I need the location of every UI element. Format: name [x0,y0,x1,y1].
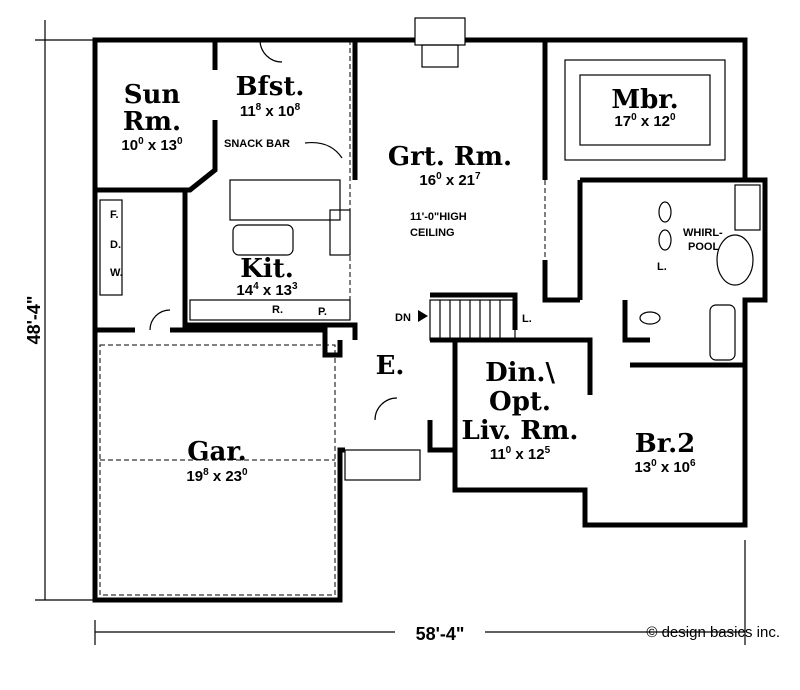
whirlpool-label-2: POOL [688,241,719,253]
room-labels: Sun Rm. 100 x 130 Bfst. 118 x 108 SNACK … [110,72,723,485]
snack-bar-counter [229,179,341,221]
room-dim-kit: 144 x 133 [236,281,298,299]
room-name-sun: Sun [124,80,181,110]
washer-label: W. [110,267,123,279]
kitchen-island [232,224,294,256]
room-name-kit: Kit. [240,254,294,284]
down-arrow-icon [418,310,428,322]
linen-label-2: L. [657,261,667,273]
room-name-din: Din.\ [485,358,555,388]
porch [344,449,421,481]
pantry-label: P. [318,306,327,318]
room-dim-grt: 160 x 217 [419,171,481,189]
whirlpool-label-1: WHIRL- [683,227,723,239]
bathtub [709,304,736,361]
room-name-din-3: Liv. Rm. [462,416,579,446]
whirlpool-tub [716,234,754,286]
refrigerator-label: R. [272,304,283,316]
room-name-br2: Br.2 [635,429,695,459]
linen-label: L. [522,313,532,325]
room-name-entry: E. [376,351,405,381]
room-name-din-2: Opt. [489,387,551,417]
room-name-grt: Grt. Rm. [388,142,512,172]
stairs [429,299,516,341]
shower [734,184,761,231]
room-dim-din: 110 x 125 [490,445,551,463]
width-dimension: 58'-4" [416,624,465,644]
room-dim-gar: 198 x 230 [186,467,248,485]
snack-bar-label: SNACK BAR [224,138,290,150]
ceiling-note-1: 11'-0"HIGH [410,211,467,223]
room-dim-sun: 100 x 130 [121,136,183,154]
dryer-label: D. [110,239,121,251]
room-dim-mbr: 170 x 120 [614,112,676,130]
freezer-label: F. [110,209,119,221]
tray-ceiling [564,59,726,161]
ceiling-note-2: CEILING [410,227,455,239]
room-name-gar: Gar. [187,437,246,467]
cooktop [329,209,351,256]
dimension-lines: 48'-4" 58'-4" © design basics inc. [24,20,780,645]
laundry-appliances [99,199,123,296]
depth-dimension: 48'-4" [24,296,44,345]
room-dim-br2: 130 x 106 [634,458,696,476]
room-name-sun-2: Rm. [123,107,181,137]
room-dim-bfst: 118 x 108 [240,102,301,120]
room-name-bfst: Bfst. [236,72,305,102]
door-swing [149,309,171,331]
copyright: © design basics inc. [646,624,780,641]
walls [92,17,768,603]
stairs-down-label: DN [395,312,411,324]
room-name-mbr: Mbr. [611,85,678,115]
details [99,39,761,596]
fireplace [414,17,466,46]
counter [189,299,351,321]
